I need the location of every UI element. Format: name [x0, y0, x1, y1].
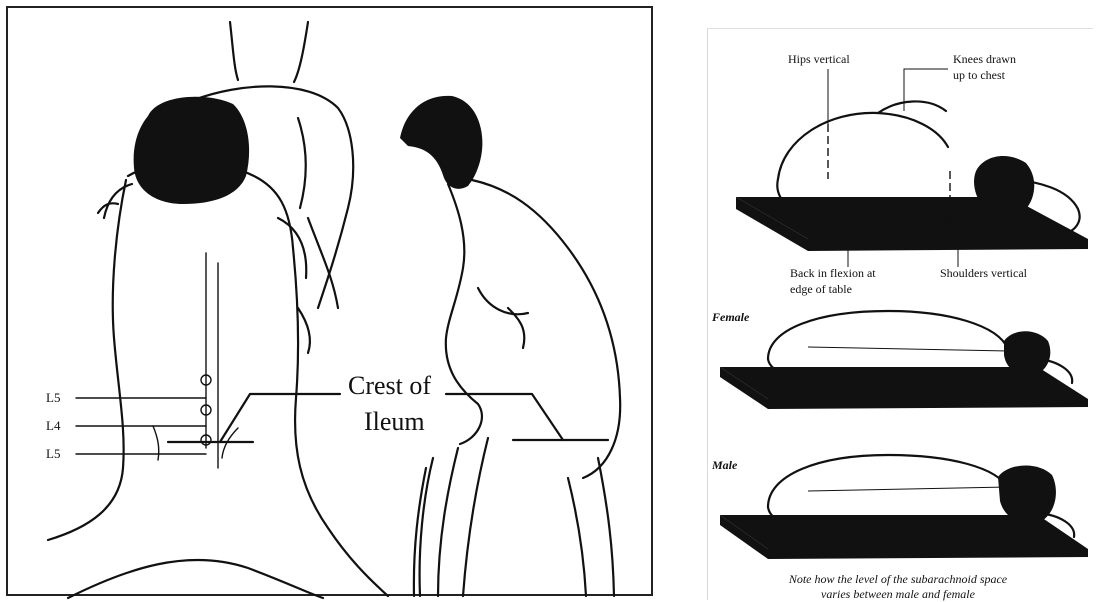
back-flexion-label-line1: Back in flexion at [790, 266, 876, 280]
female-label: Female [711, 310, 750, 324]
crest-label-line2: Ileum [364, 407, 425, 436]
side-view-patient [400, 96, 620, 596]
assistant-hair [134, 97, 249, 204]
vertebra-label-2: L4 [46, 418, 61, 433]
male-label: Male [711, 458, 738, 472]
vertebra-label-1: L5 [46, 390, 60, 405]
hips-vertical-label: Hips vertical [788, 52, 850, 66]
vertebra-label-3: L5 [46, 446, 60, 461]
sitting-position-figure: L5 L4 L5 Crest of Ileum [6, 6, 653, 596]
patient-back [48, 163, 388, 599]
back-flexion-label-line2: edge of table [790, 282, 852, 296]
top-table [736, 197, 1088, 251]
caption-line1: Note how the level of the subarachnoid s… [788, 572, 1008, 586]
shoulders-vertical-label: Shoulders vertical [940, 266, 1028, 280]
knees-drawn-label-line1: Knees drawn [953, 52, 1016, 66]
knees-drawn-label-line2: up to chest [953, 68, 1006, 82]
lateral-position-figure: Hips vertical Knees drawn up to chest B [707, 28, 1093, 600]
crest-label-line1: Crest of [348, 371, 431, 400]
lateral-position-illustration: Hips vertical Knees drawn up to chest B [708, 29, 1094, 601]
sitting-position-illustration: L5 L4 L5 Crest of Ileum [8, 8, 655, 598]
female-position [720, 311, 1088, 409]
male-position [720, 455, 1088, 559]
caption-line2: varies between male and female [821, 587, 976, 601]
